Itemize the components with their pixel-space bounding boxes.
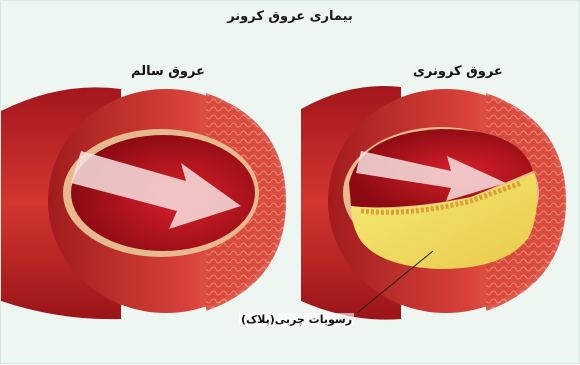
illustration-title: بیماری عروق کرونر — [1, 9, 579, 24]
healthy-artery-label: عروق سالم — [131, 64, 205, 79]
coronary-artery-label: عروق کرونری — [413, 64, 503, 79]
plaque-label: رسوبات چربی(پلاک) — [239, 313, 354, 326]
healthy-artery — [1, 87, 286, 319]
coronary-artery — [301, 86, 566, 320]
